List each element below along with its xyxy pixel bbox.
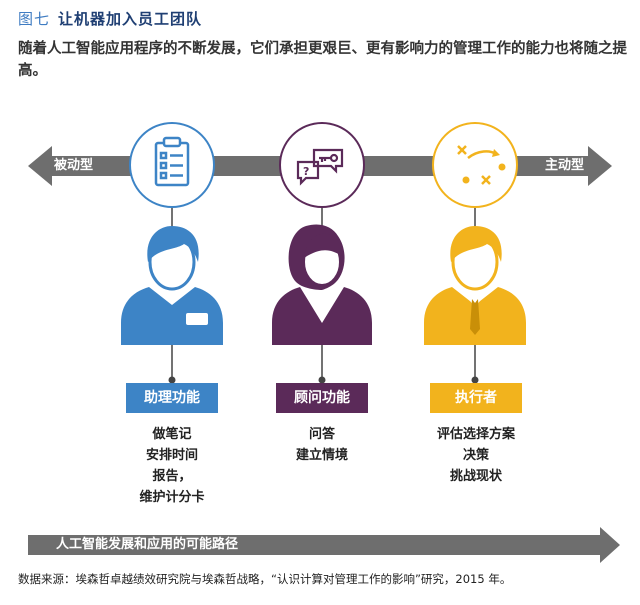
- duty-item: 做笔记: [152, 427, 192, 442]
- active-label: 主动型: [545, 158, 585, 173]
- duty-item: 建立情境: [295, 448, 348, 463]
- executive-icon: [424, 226, 526, 345]
- assistant-duties: 做笔记 安排时间 报告， 维护计分卡: [112, 424, 232, 508]
- role-label-assistant: 助理功能: [126, 383, 218, 413]
- duty-item: 问答: [308, 427, 335, 442]
- duty-item: 报告，: [152, 469, 192, 484]
- role-label-executor: 执行者: [430, 383, 522, 413]
- passive-label: 被动型: [54, 158, 94, 173]
- male-employee-icon: [121, 226, 223, 345]
- executor-duties: 评估选择方案 决策 挑战现状: [416, 424, 536, 487]
- source-note: 数据来源：埃森哲卓越绩效研究院与埃森哲战略，“认识计算对管理工作的影响”研究，2…: [18, 572, 512, 586]
- figure-title: 图七让机器加入员工团队: [18, 8, 202, 29]
- duty-item: 维护计分卡: [139, 490, 205, 505]
- ai-development-path-arrow: [28, 527, 620, 563]
- duty-item: 评估选择方案: [436, 427, 515, 442]
- duty-item: 安排时间: [145, 448, 198, 463]
- figure-subtitle: 随着人工智能应用程序的不断发展，它们承担更艰巨、更有影响力的管理工作的能力也将随…: [18, 41, 627, 79]
- figure-heading: 让机器加入员工团队: [58, 10, 203, 28]
- ai-path-label: 人工智能发展和应用的可能路径: [56, 537, 239, 552]
- figure-number: 图七: [18, 10, 51, 28]
- duty-item: 挑战现状: [449, 469, 502, 484]
- duty-item: 决策: [462, 448, 489, 463]
- advisor-duties: 问答 建立情境: [262, 424, 382, 466]
- key-speech-bubbles-icon: ?: [296, 148, 344, 186]
- clipboard-checklist-icon: [154, 136, 190, 187]
- executor-icon-circle: [432, 122, 518, 208]
- role-label-advisor: 顾问功能: [276, 383, 368, 413]
- female-advisor-icon: [272, 224, 372, 345]
- strategy-play-icon: [457, 145, 506, 185]
- svg-text:?: ?: [303, 165, 309, 178]
